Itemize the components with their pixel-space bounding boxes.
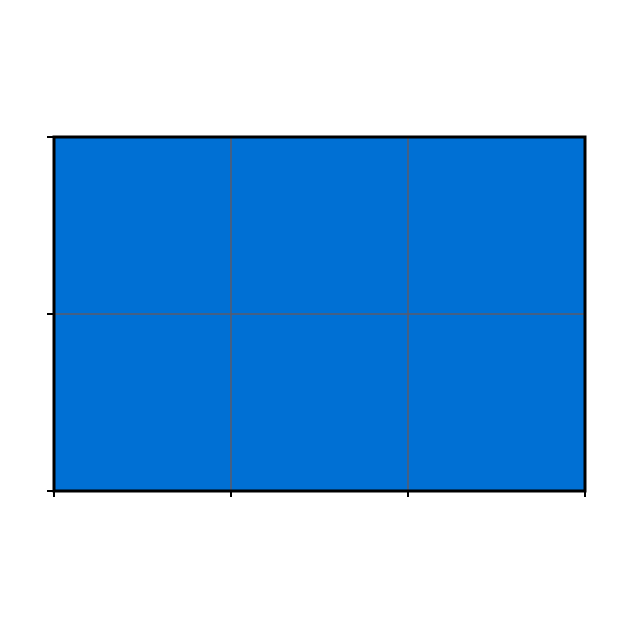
- grid-cell: [231, 137, 408, 314]
- grid-cell: [54, 137, 231, 314]
- grid-cell: [54, 314, 231, 491]
- grid-cell: [231, 314, 408, 491]
- cells-layer: [54, 137, 585, 491]
- gridlines-layer: [54, 137, 585, 491]
- grid-cell: [408, 137, 585, 314]
- grid-cell: [408, 314, 585, 491]
- ticks-layer: [47, 136, 586, 497]
